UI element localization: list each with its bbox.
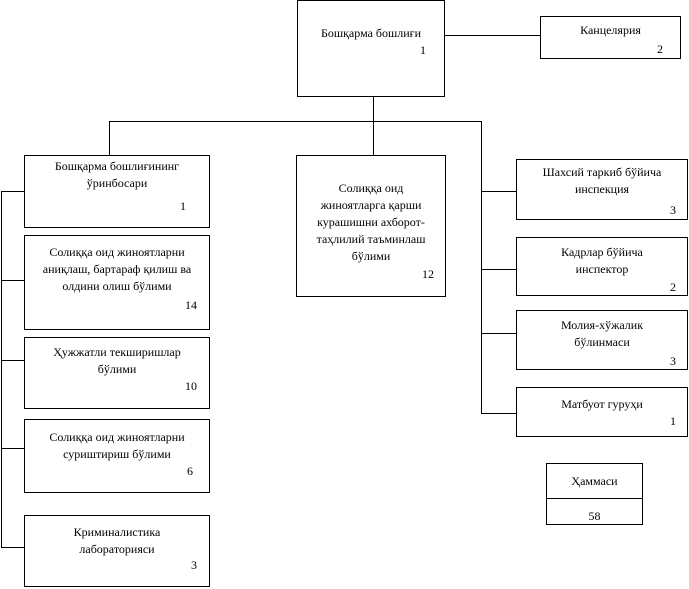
detection-dept-box: Солиққа оид жиноятларни аниқлаш, бартара… (24, 235, 210, 330)
deputy-head-label: Бошқарма бошлиғининг ўринбосари (54, 159, 180, 190)
press-group-count: 1 (670, 414, 676, 428)
deputy-head-box: Бошқарма бошлиғининг ўринбосари 1 (24, 155, 210, 228)
personnel-inspection-label: Шахсий таркиб бўйича инспекция (542, 165, 662, 196)
head-box: Бошқарма бошлиғи 1 (297, 0, 445, 97)
analytics-dept-label: Солиққа оид жиноятларга қарши курашишни … (316, 181, 426, 263)
forensic-lab-label: Криминалистика лабораторияси (73, 525, 161, 556)
chancellery-label: Канцелярия (580, 23, 641, 37)
finance-unit-label: Молия-хўжалик бўлинмаси (560, 318, 644, 349)
press-group-label: Матбуот гуруҳи (561, 397, 643, 411)
inquiry-dept-label: Солиққа оид жиноятларни суриштириш бўлим… (49, 430, 185, 461)
forensic-lab-count: 3 (191, 558, 197, 572)
audit-dept-box: Ҳужжатли текширишлар бўлими 10 (24, 337, 210, 409)
hr-inspector-count: 2 (670, 280, 676, 294)
hr-inspector-box: Кадрлар бўйича инспектор 2 (516, 237, 688, 296)
personnel-inspection-count: 3 (670, 203, 676, 217)
head-count: 1 (420, 43, 426, 57)
finance-unit-box: Молия-хўжалик бўлинмаси 3 (516, 310, 688, 370)
inquiry-dept-count: 6 (187, 464, 193, 478)
press-group-box: Матбуот гуруҳи 1 (516, 387, 688, 437)
total-label: Ҳаммаси (571, 474, 618, 488)
chancellery-box: Канцелярия 2 (540, 16, 681, 59)
hr-inspector-label: Кадрлар бўйича инспектор (561, 245, 643, 276)
detection-dept-label: Солиққа оид жиноятларни аниқлаш, бартара… (42, 245, 192, 293)
total-separator (547, 498, 642, 499)
analytics-dept-box: Солиққа оид жиноятларга қарши курашишни … (296, 155, 446, 297)
audit-dept-count: 10 (185, 379, 197, 393)
audit-dept-label: Ҳужжатли текширишлар бўлими (53, 345, 181, 376)
chancellery-count: 2 (657, 42, 663, 56)
total-count: 58 (588, 509, 601, 523)
analytics-dept-count: 12 (422, 267, 434, 281)
inquiry-dept-box: Солиққа оид жиноятларни суриштириш бўлим… (24, 419, 210, 493)
total-box: Ҳаммаси 58 (546, 463, 643, 525)
head-label: Бошқарма бошлиғи (320, 26, 422, 40)
deputy-head-count: 1 (180, 199, 186, 213)
detection-dept-count: 14 (185, 298, 197, 312)
finance-unit-count: 3 (670, 354, 676, 368)
personnel-inspection-box: Шахсий таркиб бўйича инспекция 3 (516, 159, 688, 220)
forensic-lab-box: Криминалистика лабораторияси 3 (24, 515, 210, 587)
